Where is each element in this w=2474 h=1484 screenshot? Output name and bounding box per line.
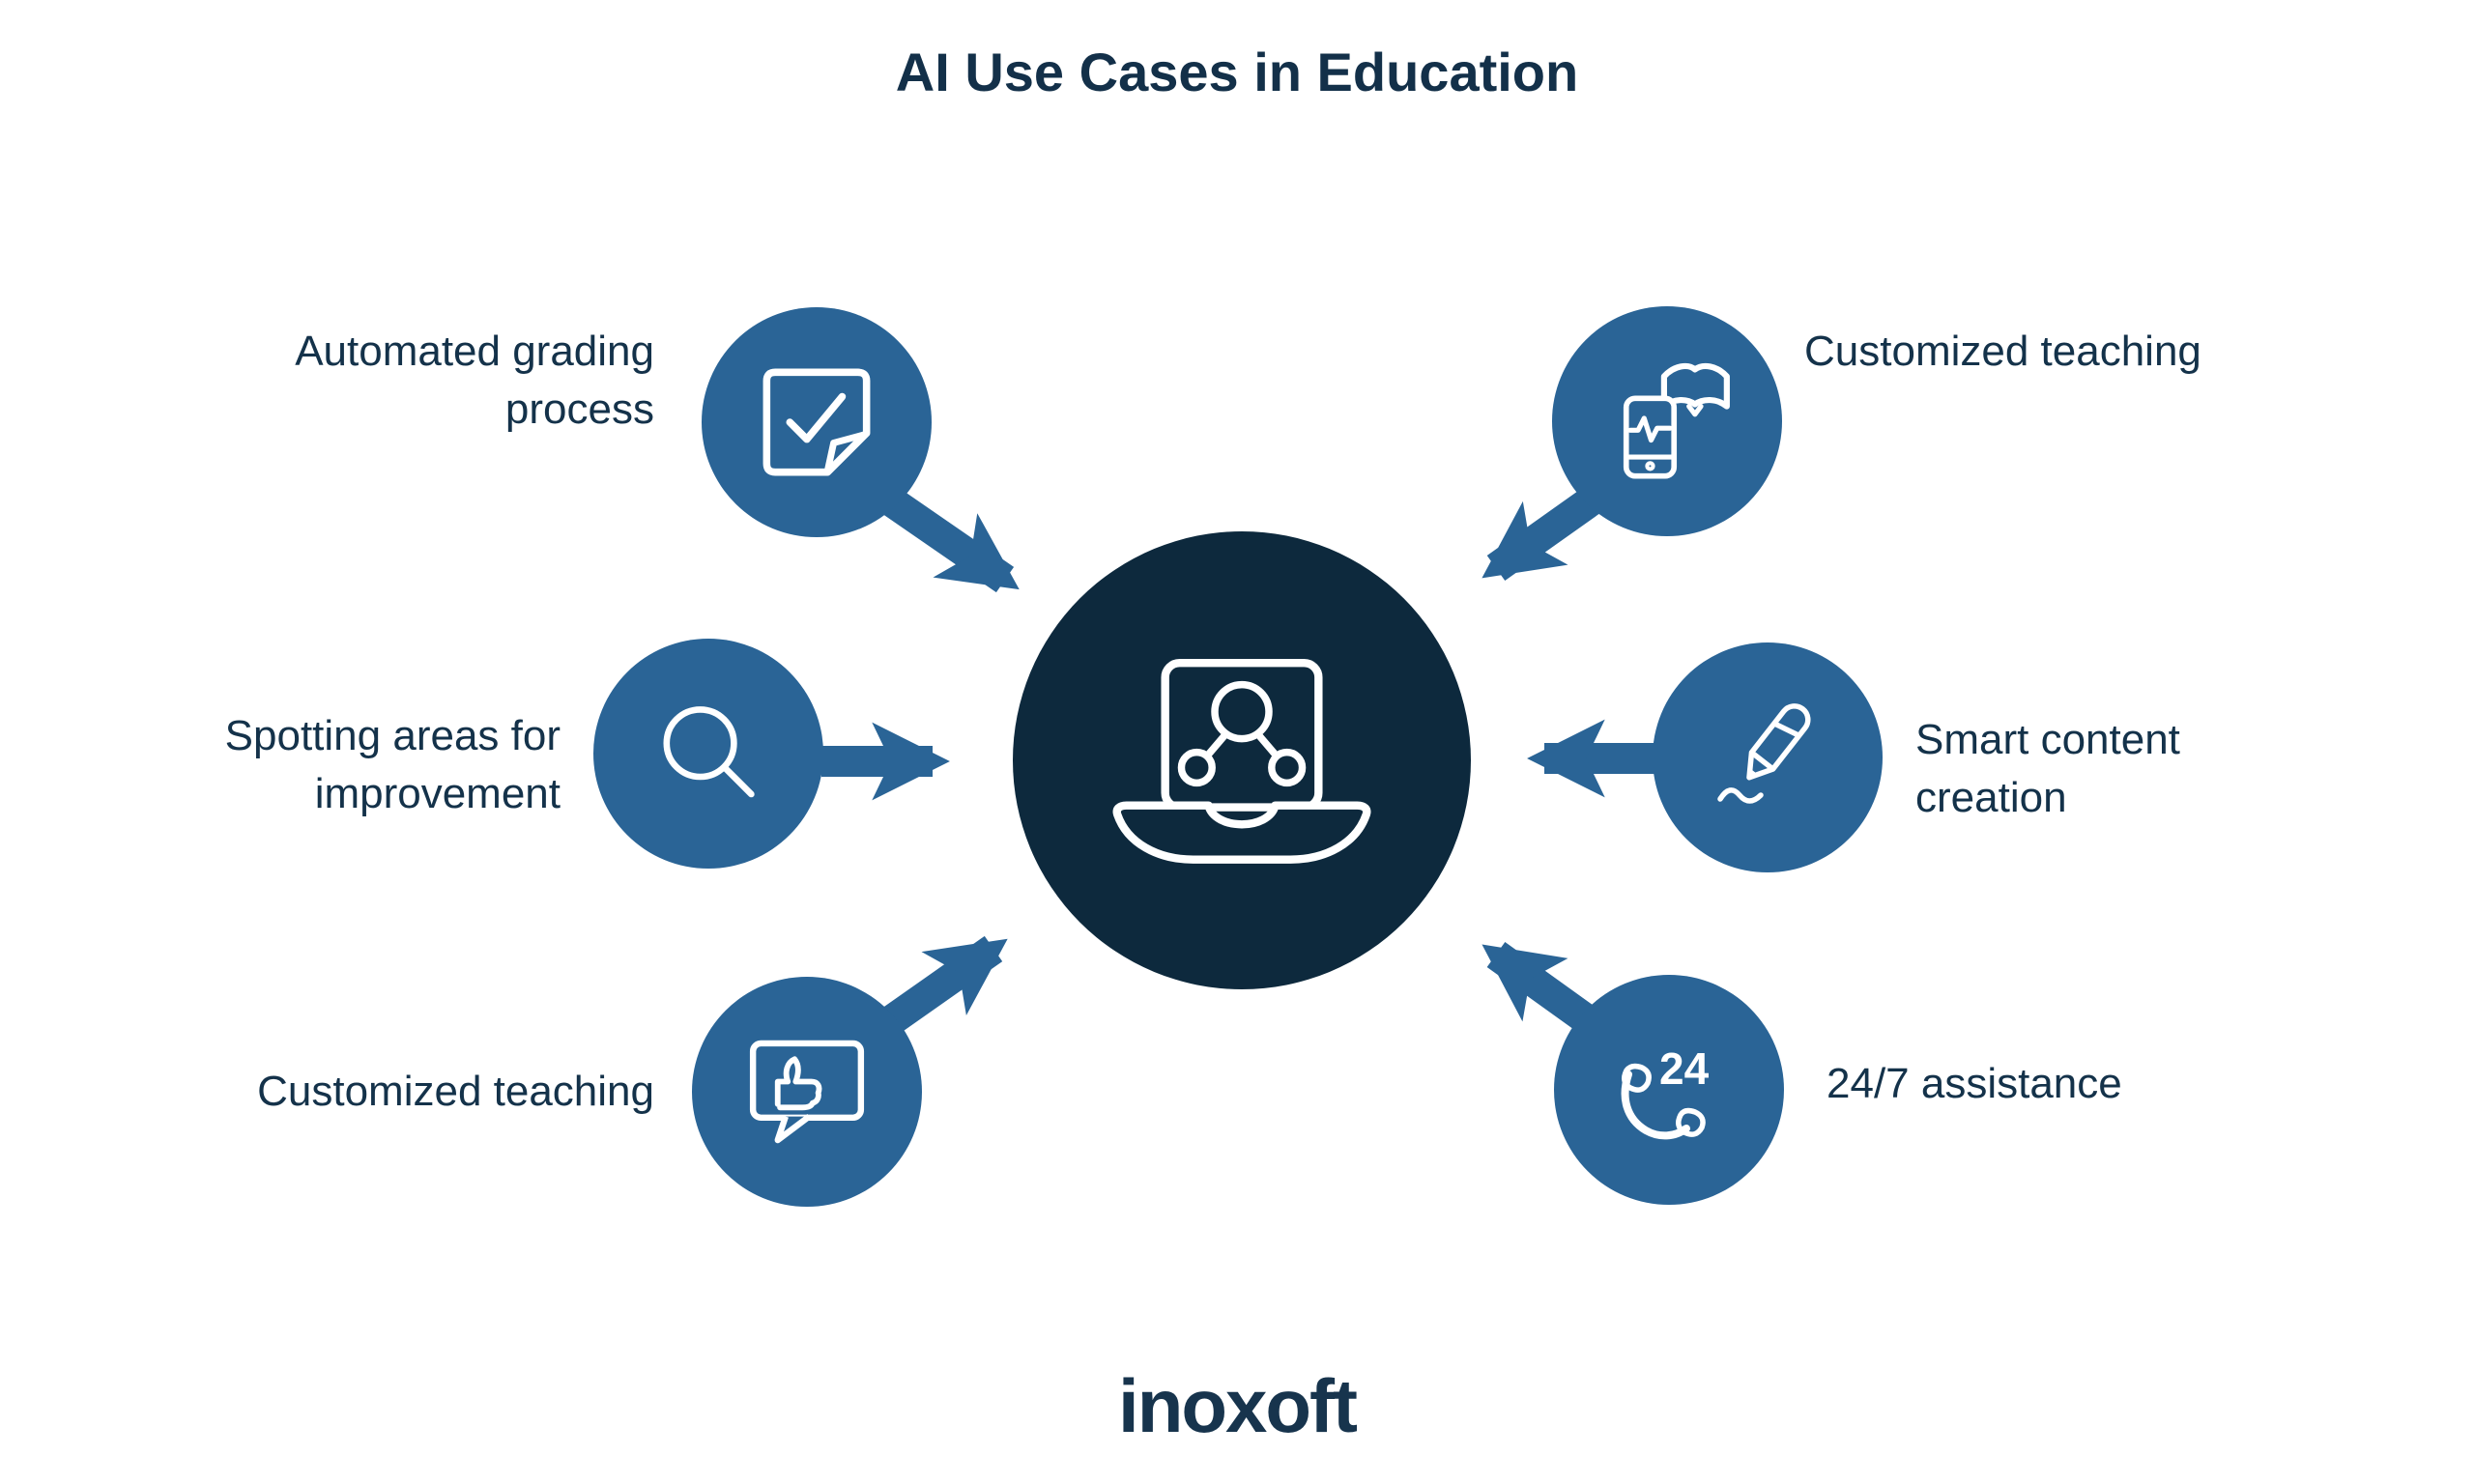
network-node-small-right: [1268, 748, 1307, 787]
magnifier-icon: [663, 706, 755, 798]
thumbs-up-bubble-icon: [749, 1040, 865, 1144]
node-customized-teaching-right: [1552, 306, 1782, 536]
page-title: AI Use Cases in Education: [895, 42, 1579, 102]
label-assistance: 24/7 assistance: [1827, 1060, 2122, 1107]
pen-tip: [1748, 768, 1758, 778]
handset-mouthpiece: [1676, 1107, 1706, 1137]
squiggle-line: [1717, 787, 1764, 804]
laptop-screen: [1161, 659, 1323, 812]
laptop-network-icon: [1112, 659, 1371, 864]
network-node-large: [1211, 680, 1273, 743]
heartbeat-line: [1627, 415, 1673, 443]
label-automated-grading: Automated grading process: [295, 328, 654, 433]
label-customized-teaching-right: Customized teaching: [1804, 328, 2201, 375]
node-automated-grading: [702, 307, 932, 537]
node-smart-content: [1653, 642, 1883, 872]
center-node: [1013, 531, 1471, 989]
laptop-base: [1112, 801, 1371, 864]
pen-icon: [1717, 703, 1811, 804]
checkmark: [786, 392, 847, 443]
phone-24-icon: 24: [1621, 1043, 1710, 1140]
thumbs-up: [774, 1056, 822, 1111]
label-smart-content: Smart content creation: [1915, 716, 2180, 821]
icon-text-24: 24: [1659, 1043, 1710, 1094]
network-node-small-left: [1177, 748, 1216, 787]
label-customized-teaching-left: Customized teaching: [257, 1068, 654, 1115]
bubble-tail: [774, 1114, 812, 1144]
phone-book-icon: [1623, 362, 1730, 479]
inoxoft-logo: inoxoft: [1118, 1363, 1358, 1448]
node-spotting-areas: [593, 639, 823, 869]
checked-note-icon: [762, 368, 871, 476]
handset-earpiece: [1622, 1063, 1652, 1093]
node-assistance: 24: [1554, 975, 1784, 1205]
node-customized-teaching-left: [692, 977, 922, 1207]
open-book: [1660, 362, 1730, 410]
handset-arc: [1621, 1070, 1690, 1140]
label-spotting-areas: Spotting areas for improvement: [224, 712, 561, 817]
